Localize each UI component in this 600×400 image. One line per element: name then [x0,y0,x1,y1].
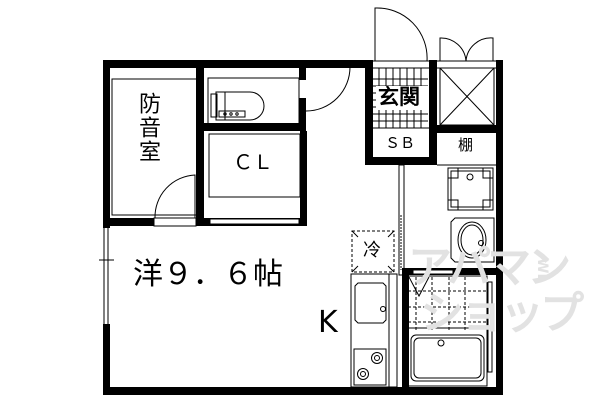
watermark-line2: ショップ [420,288,584,339]
washbasin [450,217,495,263]
soundproof-room-label: 防音室 [135,92,160,164]
shelf-label: 棚 [458,136,474,154]
watermark-line1: アパマン [408,242,571,293]
toilet-room [204,66,351,131]
refrigerator-space [351,230,395,273]
sink-icon [354,282,387,324]
refrigerator-label: 冷 [363,240,381,261]
closet [203,131,307,226]
kitchen-counter [350,273,398,388]
bathtub [406,275,493,387]
entrance [365,7,437,165]
washing-machine-space [447,167,494,211]
storage-cabinet [437,37,496,133]
toilet-icon [210,91,265,121]
shoe-box-label: ＳＢ [385,134,416,152]
watermark-small: WL [534,258,550,283]
closet-label: ＣＬ [233,150,273,174]
entrance-label: 玄関 [378,85,420,109]
kitchen-label: K [318,305,338,340]
soundproof-room [103,68,204,227]
washroom-partition [398,164,405,276]
left-window [99,228,114,324]
stove-icon [353,348,387,386]
main-room-label: 洋９．６帖 [133,257,283,292]
